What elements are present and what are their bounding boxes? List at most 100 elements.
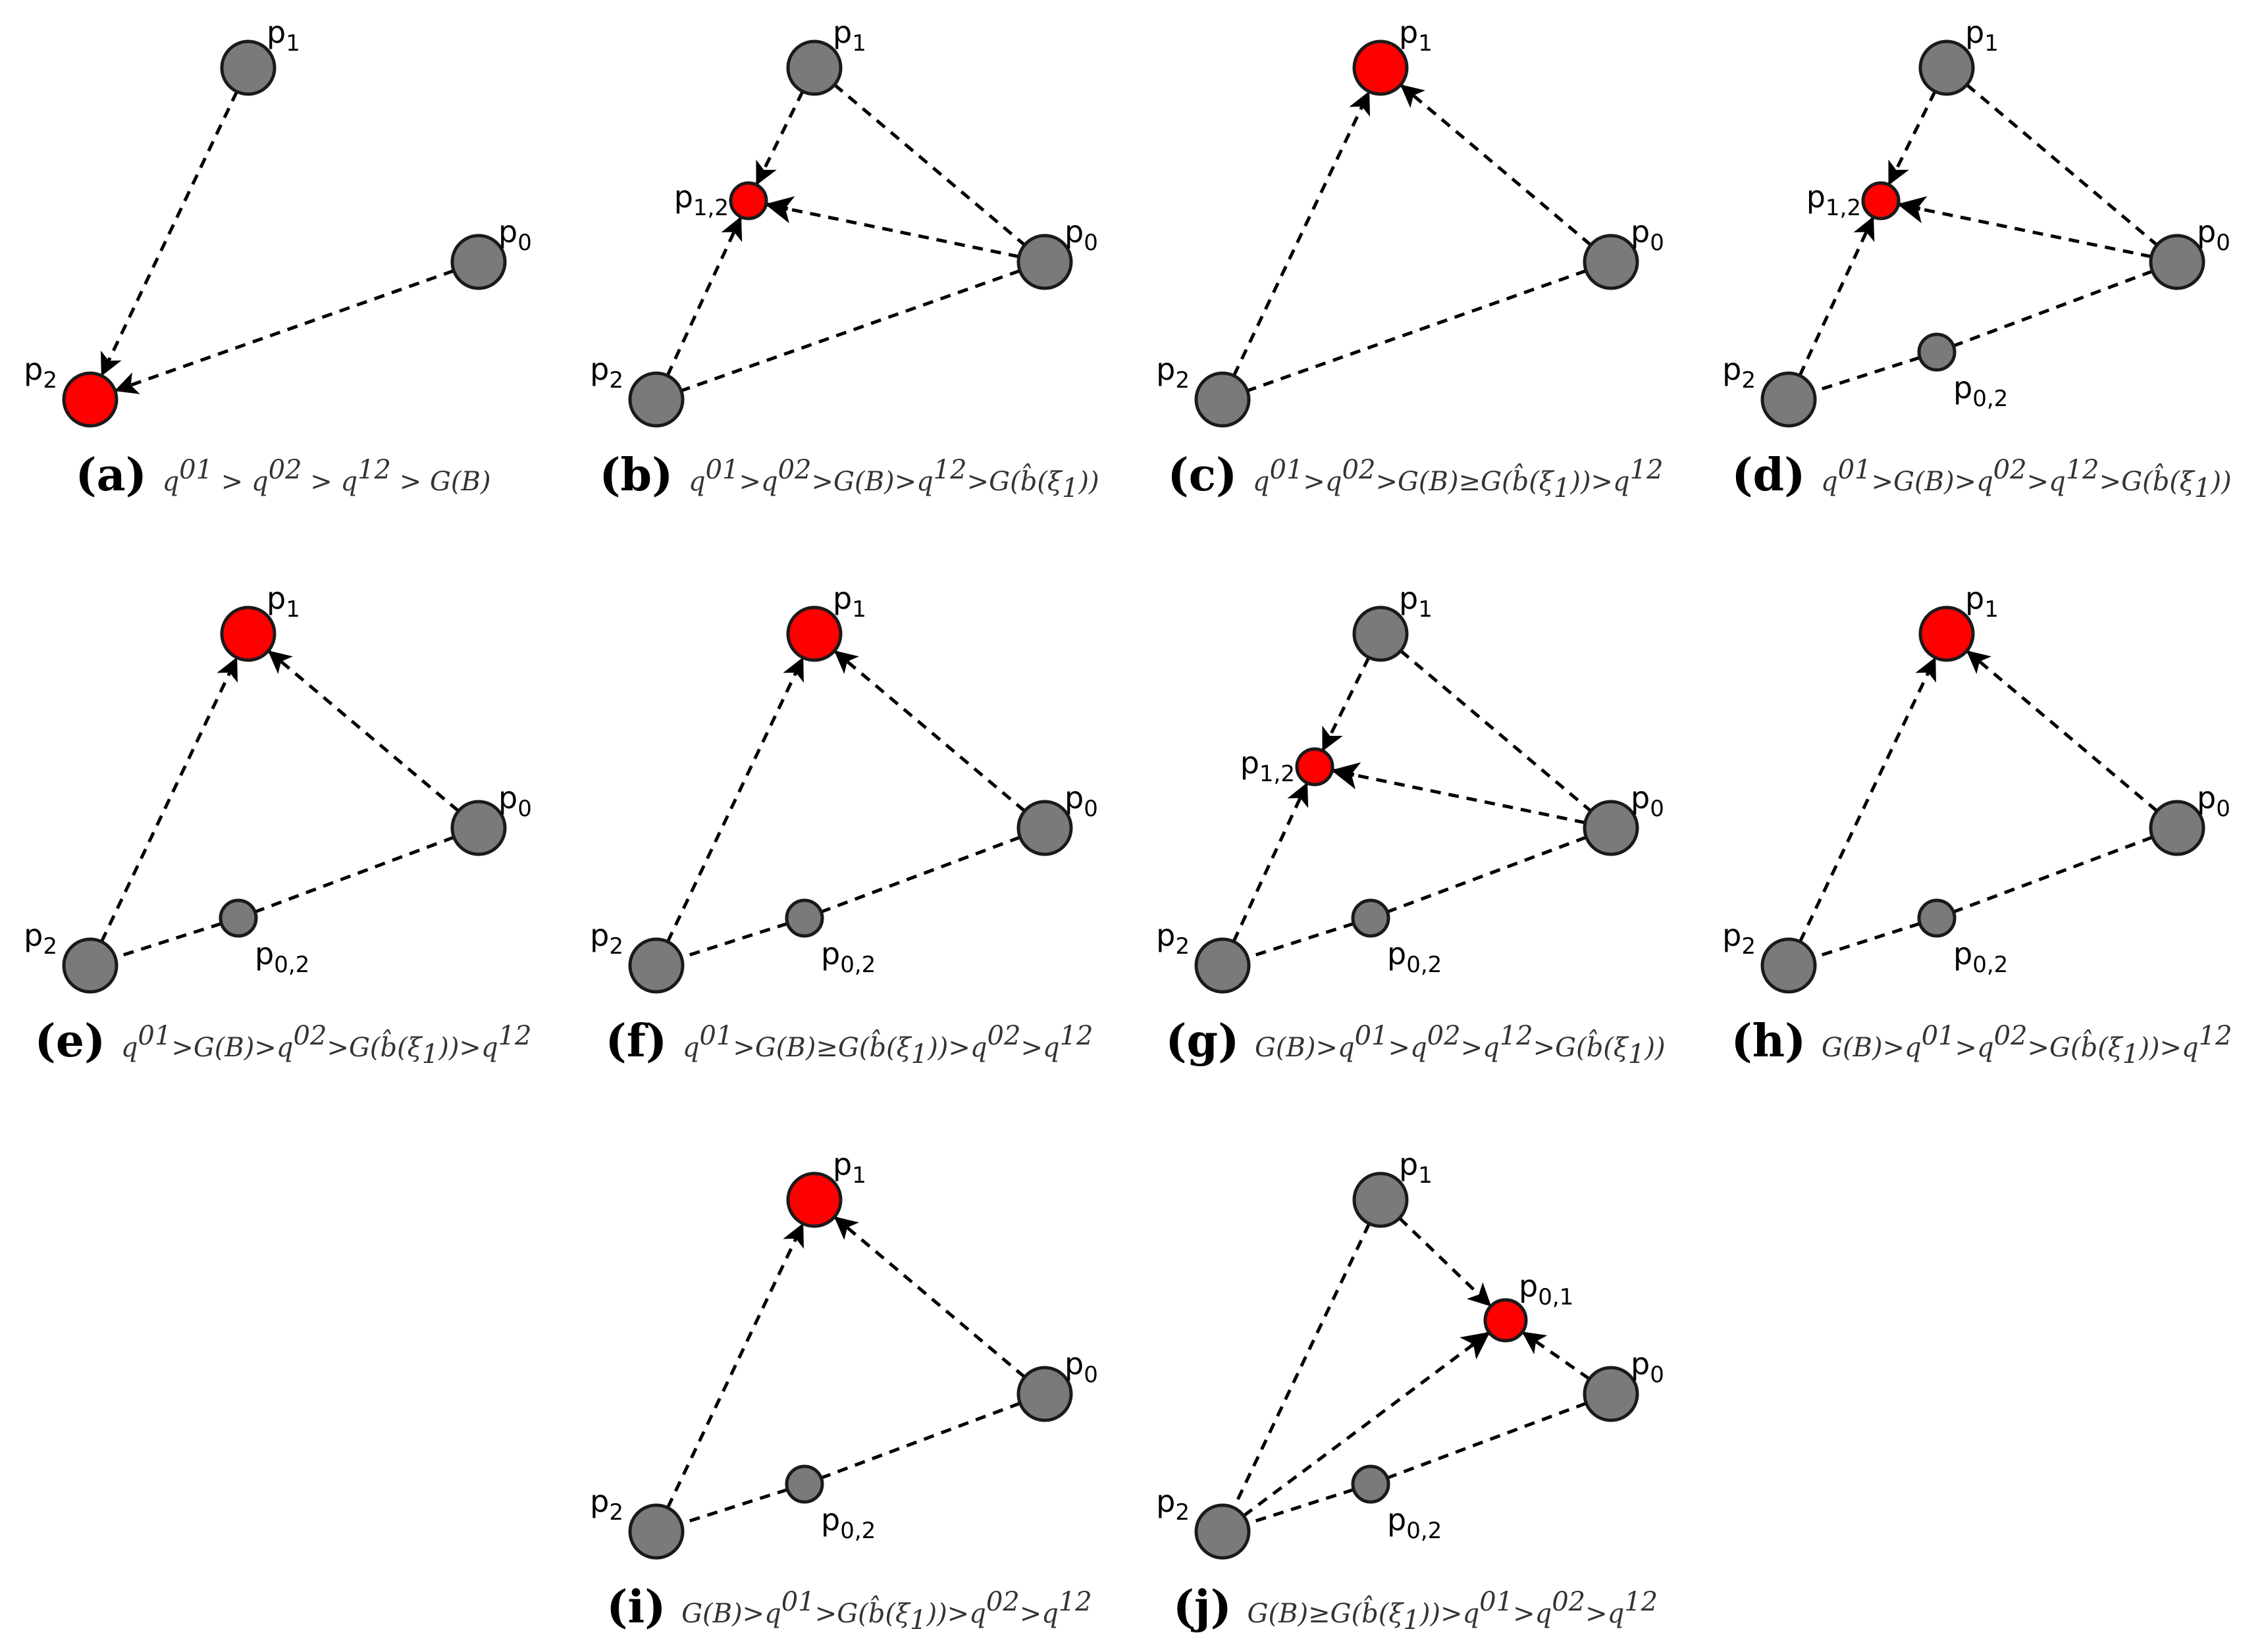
caption-part: q: [276, 1033, 294, 1063]
node-label-p02: p0,2: [1953, 936, 2008, 978]
edge-p0-p1: [1400, 84, 1593, 247]
caption-part: 12: [357, 455, 391, 485]
caption-part: q: [683, 1033, 700, 1063]
caption-part: 12: [934, 455, 967, 485]
caption-part: q: [481, 1033, 498, 1063]
edges: [1232, 1216, 1591, 1525]
node-p2: [1760, 371, 1817, 428]
caption-part: ))>: [2138, 1033, 2182, 1063]
node-label-p0: p0: [498, 214, 532, 256]
caption-part: q: [1410, 1033, 1427, 1063]
edge-p02-p2: [682, 921, 789, 959]
node-label-sub: 1: [852, 30, 866, 57]
node-p02: [1917, 332, 1957, 372]
caption-part: 02: [1993, 455, 2027, 485]
caption-part: q: [689, 467, 706, 497]
caption-part: (ξ: [885, 1599, 911, 1629]
node-p0: [2149, 234, 2205, 290]
node-label-base: p: [1953, 370, 1972, 405]
node-label-base: p: [590, 1484, 609, 1519]
node-label-sub: 0: [517, 230, 532, 256]
node-label-p1: p1: [833, 581, 866, 623]
node-label-p01: p0,1: [1519, 1268, 1573, 1310]
node-label-sub: 0,1: [1538, 1284, 1573, 1310]
node-label-p02: p0,2: [821, 936, 876, 978]
node-label-base: p: [1399, 14, 1418, 50]
node-label-base: p: [1387, 936, 1406, 971]
node-p1: [220, 606, 276, 662]
caption-part: b̂: [1020, 464, 1038, 497]
caption-part: 1: [1062, 473, 1078, 503]
edge-p0-p02: [1954, 269, 2153, 348]
caption-part: 01: [781, 1587, 815, 1617]
caption-part: q: [341, 467, 358, 497]
edge-p0-p12: [787, 207, 1020, 259]
caption-part: (ξ: [886, 1033, 912, 1063]
node-label-base: p: [1387, 1502, 1406, 1537]
node-label-base: p: [2197, 780, 2216, 815]
node-label-p2: p2: [590, 917, 623, 960]
caption-part: 1: [1628, 1039, 1645, 1070]
node-label-sub: 0,2: [274, 952, 309, 978]
node-label-base: p: [1631, 1346, 1650, 1381]
caption-part: >G(: [327, 1033, 381, 1063]
node-label-sub: 1: [1418, 596, 1433, 623]
node-label-sub: 0: [1650, 796, 1664, 822]
node-label-base: p: [1240, 745, 1259, 781]
caption-part: >G(: [967, 467, 1021, 497]
edge-p1-p0: [833, 83, 1025, 245]
caption-part: q: [1535, 1599, 1552, 1629]
caption-part: 1: [1554, 473, 1570, 503]
node-label-sub: 2: [1741, 367, 1756, 394]
caption-part: >: [1020, 1033, 1043, 1063]
caption-part: b̂: [381, 1030, 398, 1063]
node-label-sub: 0,2: [1972, 952, 2008, 978]
caption-part: b̂: [1512, 464, 1529, 497]
caption-letter: (h): [1731, 1015, 1821, 1068]
caption-letter: (d): [1731, 449, 1821, 502]
node-p0: [1016, 1366, 1073, 1422]
caption-part: q: [163, 467, 180, 497]
edge-p02-p2: [1248, 1487, 1355, 1525]
edge-p0-p12: [1354, 773, 1586, 825]
caption-part: >G(B)≥G(: [1375, 467, 1513, 497]
caption-letter: (b): [599, 449, 689, 502]
caption-part: >: [1955, 1033, 1978, 1063]
caption-part: q: [1463, 1599, 1480, 1629]
node-label-p2: p2: [1156, 1484, 1190, 1526]
edge-p0-p12-arrowhead: [764, 196, 795, 224]
edge-p1-p0: [1965, 83, 2157, 245]
edge-p2-p1: [666, 657, 804, 942]
caption-part: 12: [498, 1021, 532, 1051]
caption-part: >G(B)>: [812, 467, 917, 497]
caption-part: 02: [1994, 1021, 2028, 1051]
node-label-base: p: [498, 780, 517, 815]
caption-part: >G(: [815, 1599, 869, 1629]
node-label-base: p: [590, 351, 609, 387]
node-p0: [1583, 800, 1639, 856]
caption-part: ))>: [927, 1033, 970, 1063]
caption-part: G(B)>: [681, 1599, 764, 1629]
node-label-sub: 2: [1175, 367, 1190, 394]
caption-f: (f) q01>G(B)≥G(b̂(ξ1))>q02>q12: [606, 1015, 1093, 1070]
caption-part: q: [2182, 1033, 2199, 1063]
node-label-sub: 0: [1084, 796, 1098, 822]
edges: [1798, 83, 2157, 393]
node-label-sub: 1: [1418, 30, 1433, 57]
caption-part: G(B): [430, 467, 491, 497]
edge-p02-p2: [1814, 355, 1921, 393]
node-label-base: p: [833, 581, 852, 616]
caption-part: q: [764, 1599, 781, 1629]
node-label-sub: 1: [1984, 30, 1999, 57]
caption-letter: (g): [1165, 1015, 1255, 1068]
caption-part: 02: [294, 1021, 327, 1051]
node-label-p1: p1: [1965, 581, 1999, 623]
caption-part: q: [969, 1599, 986, 1629]
node-label-p02: p0,2: [1387, 936, 1442, 978]
node-p02: [1351, 1464, 1390, 1504]
node-p1: [1918, 39, 1975, 96]
